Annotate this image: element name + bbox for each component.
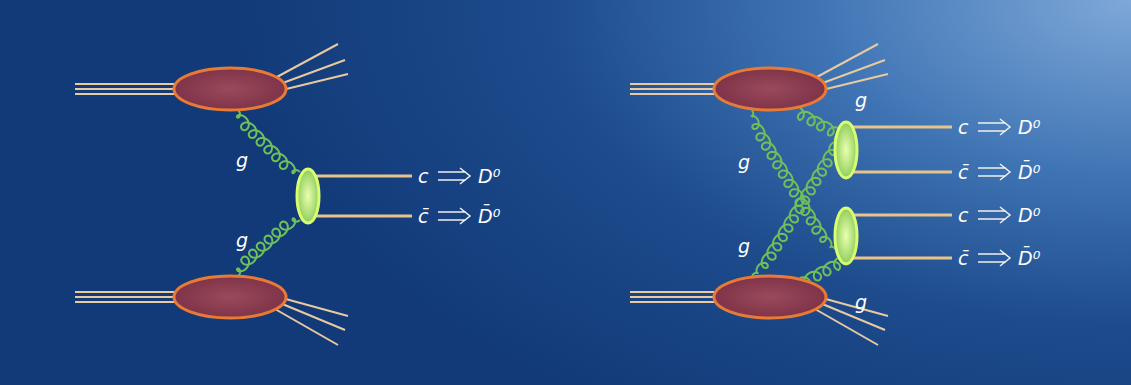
gluon-label: g — [738, 151, 750, 174]
particle-label: c — [958, 204, 968, 227]
particle-label: c — [958, 116, 968, 139]
gluon-label: g — [855, 291, 867, 314]
particle-label: c̄ — [958, 247, 968, 270]
particle-label: D⁰ — [1018, 204, 1040, 227]
particle-label: D̄⁰ — [1018, 247, 1040, 270]
gluon-group — [237, 108, 840, 285]
gluon-coil — [752, 136, 836, 276]
gluon-coil — [752, 110, 836, 250]
double-arrow — [438, 119, 1010, 266]
particle-label: D⁰ — [1018, 116, 1040, 139]
vertex-blob — [297, 122, 857, 264]
gluon-label: g — [236, 229, 248, 252]
particle-label: D⁰ — [478, 165, 500, 188]
gluon-label: g — [738, 235, 750, 258]
gluon-label: g — [236, 149, 248, 172]
gluon-label: g — [855, 89, 867, 112]
proton-beam — [75, 44, 888, 345]
proton-blob — [174, 68, 826, 318]
particle-label: c̄ — [418, 205, 428, 228]
particle-label: c̄ — [958, 161, 968, 184]
gluon-coil — [237, 110, 300, 173]
gluon-coil — [237, 218, 300, 276]
particle-label: D̄⁰ — [478, 205, 500, 228]
gluon-coil — [798, 108, 838, 135]
particle-label: c — [418, 165, 428, 188]
particle-label: D̄⁰ — [1018, 161, 1040, 184]
